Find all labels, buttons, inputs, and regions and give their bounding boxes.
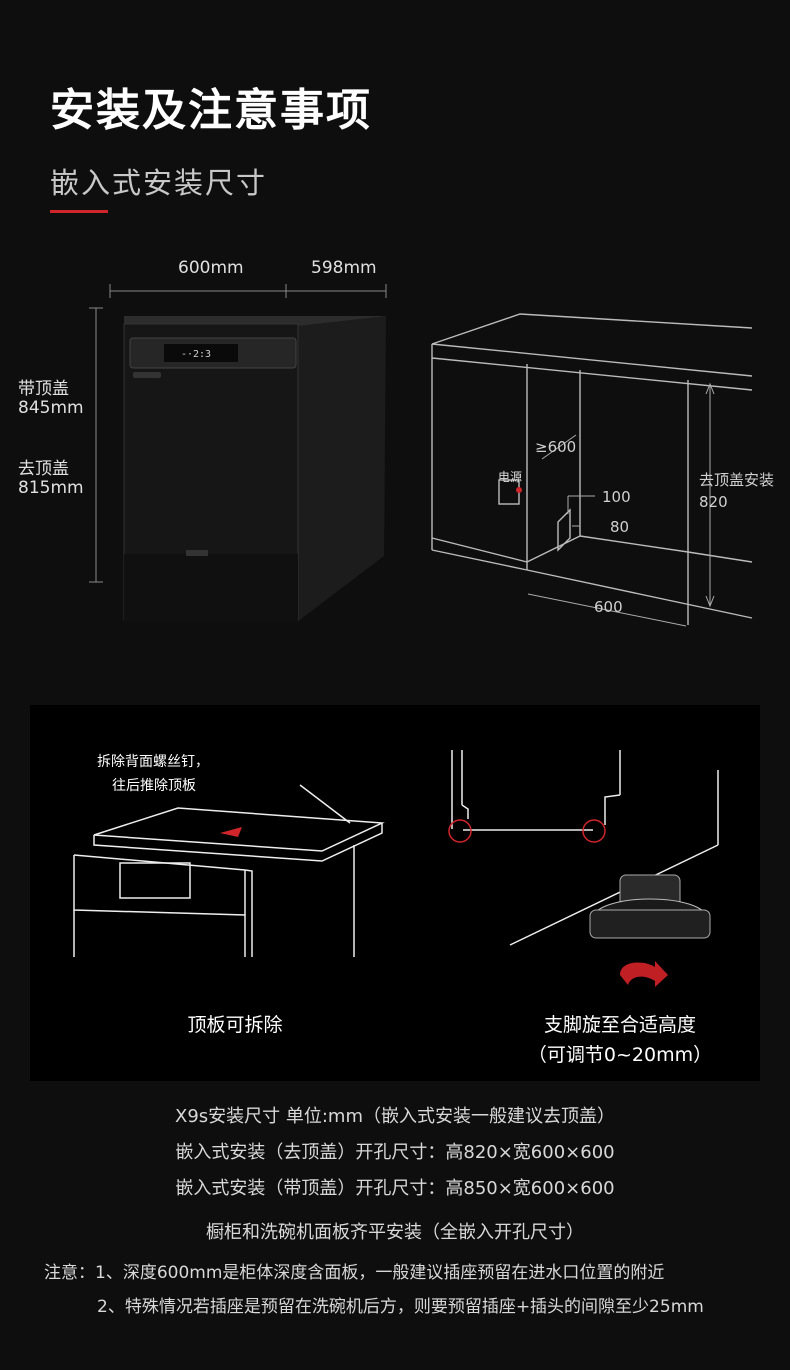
steps-illustration (73, 750, 719, 987)
section-subtitle: 嵌入式安装尺寸 (50, 166, 268, 200)
note-1: 注意：1、深度600mm是柜体深度含面板，一般建议插座预留在进水口位置的附近 (44, 1263, 665, 1283)
pipe-height-label: 100 (602, 488, 631, 506)
cabinet-height-value: 820 (699, 493, 728, 511)
without-top-value: 815mm (18, 478, 84, 498)
width-dimension: 600mm (178, 258, 244, 278)
page-title: 安装及注意事项 (50, 85, 372, 136)
cabinet-diagram (431, 313, 753, 627)
cabinet-height-label: 去顶盖安装 (699, 471, 775, 489)
without-top-label: 去顶盖 (18, 459, 69, 479)
depth-dimension: 598mm (311, 258, 377, 278)
spec-line-2: 嵌入式安装（去顶盖）开孔尺寸：高820×宽600×600 (175, 1142, 615, 1163)
power-label: 电源 (498, 470, 523, 484)
spec-line-3: 嵌入式安装（带顶盖）开孔尺寸：高850×宽600×600 (175, 1178, 615, 1199)
with-top-label: 带顶盖 (18, 379, 69, 399)
with-top-value: 845mm (18, 398, 84, 418)
installation-steps-panel: 拆除背面螺丝钉， 往后推除顶板 顶板可拆除 支脚旋至合适高度 （可调节0~20m… (30, 705, 760, 1081)
svg-text:-·2:3: -·2:3 (181, 349, 211, 360)
depth-min-label: ≥600 (535, 438, 577, 456)
step1-caption: 顶板可拆除 (187, 1014, 283, 1036)
pipe-width-label: 80 (610, 518, 630, 536)
step1-note-line1: 拆除背面螺丝钉， (97, 754, 209, 770)
spec-line-1: X9s安装尺寸 单位:mm（嵌入式安装一般建议去顶盖） (174, 1106, 615, 1127)
step2-caption-line1: 支脚旋至合适高度 (543, 1014, 696, 1036)
note-2: 2、特殊情况若插座是预留在洗碗机后方，则要预留插座+插头的间隙至少25mm (97, 1297, 704, 1317)
accent-line (50, 210, 108, 213)
spec-line-4: 橱柜和洗碗机面板齐平安装（全嵌入开孔尺寸） (206, 1222, 584, 1243)
step1-note-line2: 往后推除顶板 (112, 778, 196, 794)
cabinet-width-value: 600 (594, 598, 623, 616)
step2-caption-line2: （可调节0~20mm） (527, 1044, 713, 1066)
dishwasher-illustration: -·2:3 (89, 284, 387, 622)
